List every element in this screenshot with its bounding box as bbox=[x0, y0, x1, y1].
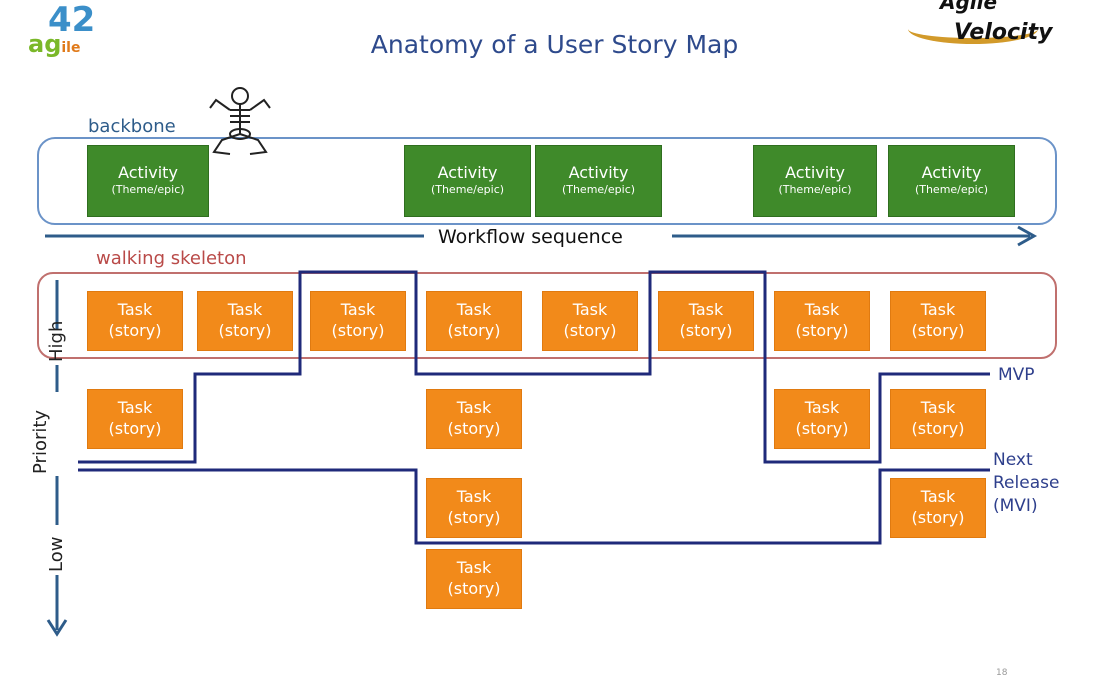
next-release-label-line3: (MVI) bbox=[993, 496, 1038, 516]
task-card: Task(story) bbox=[197, 291, 293, 351]
task-card: Task(story) bbox=[87, 291, 183, 351]
task-card: Task(story) bbox=[542, 291, 638, 351]
agile42-logo: 42 agile bbox=[28, 0, 108, 62]
priority-high-label: High bbox=[46, 320, 67, 362]
task-card: Task(story) bbox=[658, 291, 754, 351]
walking-skeleton-label: walking skeleton bbox=[96, 248, 247, 269]
mvp-release-line bbox=[78, 270, 990, 464]
logo-42-text: 42 bbox=[48, 0, 96, 40]
page-number: 18 bbox=[996, 668, 1008, 678]
arrow-down-icon bbox=[46, 619, 68, 637]
backbone-label: backbone bbox=[88, 116, 176, 137]
mvp-label: MVP bbox=[998, 365, 1035, 385]
task-card: Task(story) bbox=[426, 549, 522, 609]
task-card: Task(story) bbox=[87, 389, 183, 449]
priority-low-label: Low bbox=[46, 536, 67, 572]
activity-card-5: Activity(Theme/epic) bbox=[888, 145, 1015, 217]
task-card: Task(story) bbox=[890, 478, 986, 538]
task-card: Task(story) bbox=[890, 291, 986, 351]
task-card: Task(story) bbox=[426, 291, 522, 351]
backbone-container bbox=[37, 137, 1057, 225]
activity-card-1: Activity(Theme/epic) bbox=[87, 145, 209, 217]
next-release-label-line1: Next bbox=[993, 450, 1033, 470]
task-card: Task(story) bbox=[310, 291, 406, 351]
arrow-right-icon bbox=[1017, 225, 1038, 247]
workflow-sequence-label: Workflow sequence bbox=[432, 226, 629, 248]
agile-velocity-logo: Agile Velocity bbox=[900, 0, 1080, 56]
next-release-line bbox=[78, 468, 990, 545]
logo-velocity-word: Velocity bbox=[954, 20, 1053, 45]
task-card: Task(story) bbox=[774, 389, 870, 449]
task-card: Task(story) bbox=[426, 478, 522, 538]
task-card: Task(story) bbox=[426, 389, 522, 449]
activity-card-3: Activity(Theme/epic) bbox=[535, 145, 662, 217]
walking-skeleton-container bbox=[37, 272, 1057, 359]
activity-card-4: Activity(Theme/epic) bbox=[753, 145, 877, 217]
task-card: Task(story) bbox=[890, 389, 986, 449]
activity-card-2: Activity(Theme/epic) bbox=[404, 145, 531, 217]
next-release-label-line2: Release bbox=[993, 473, 1060, 493]
skeleton-icon bbox=[209, 87, 271, 155]
task-card: Task(story) bbox=[774, 291, 870, 351]
page-title: Anatomy of a User Story Map bbox=[370, 30, 739, 59]
logo-agile-text: agile bbox=[28, 30, 81, 58]
logo-swoosh bbox=[908, 14, 1038, 44]
priority-axis-label: Priority bbox=[30, 409, 51, 474]
logo-agile-word: Agile bbox=[940, 0, 998, 14]
